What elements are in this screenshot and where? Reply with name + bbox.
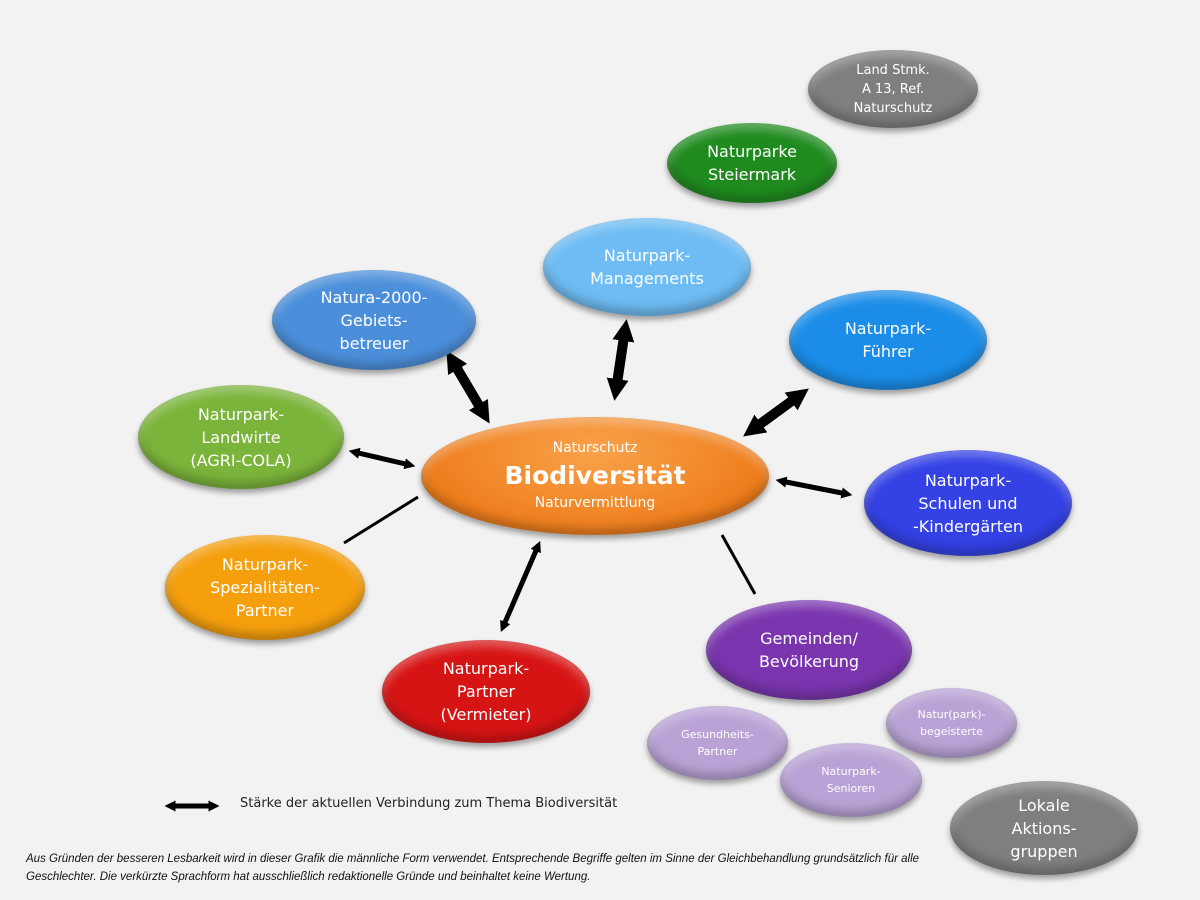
node-naturpark-partner[interactable]: Naturpark- Partner (Vermieter) [382,640,590,743]
center-top-label: Naturschutz [552,440,638,456]
node-label: Natur(park)- begeisterte [917,708,986,738]
node-label: Land Stmk. A 13, Ref. Naturschutz [853,62,933,116]
node-naturparke-steiermark[interactable]: Naturparke Steiermark [667,123,837,203]
connection-naturpark-managements [606,319,635,401]
node-gemeinden[interactable]: Gemeinden/ Bevölkerung [706,600,912,700]
node-gesundheits-partner[interactable]: Gesundheits- Partner [647,706,788,780]
connection-naturpark-landwirte [348,447,416,470]
node-label: Naturpark- Managements [590,246,704,288]
node-naturpark-senioren[interactable]: Naturpark- Senioren [780,743,922,817]
node-label: Natura-2000- Gebiets- betreuer [320,287,428,353]
node-naturpark-schulen[interactable]: Naturpark- Schulen und -Kindergärten [864,450,1072,556]
connection-spezialitaeten-partner [343,495,419,545]
node-land-stmk[interactable]: Land Stmk. A 13, Ref. Naturschutz [808,50,978,128]
node-spezialitaeten-partner[interactable]: Naturpark- Spezialitäten- Partner [165,535,365,640]
node-label: Naturparke Steiermark [707,142,797,184]
node-lokale-aktionsgruppen[interactable]: Lokale Aktions- gruppen [950,781,1138,875]
node-naturpark-fuehrer[interactable]: Naturpark- Führer [789,290,987,390]
center-node-biodiversitaet[interactable]: Naturschutz Biodiversität Naturvermittlu… [421,417,769,535]
center-bottom-label: Naturvermittlung [534,495,656,511]
node-naturpark-managements[interactable]: Naturpark- Managements [543,218,751,316]
center-main-label: Biodiversität [504,461,686,490]
node-naturpark-begeisterte[interactable]: Natur(park)- begeisterte [886,688,1017,758]
node-naturpark-landwirte[interactable]: Naturpark- Landwirte (AGRI-COLA) [138,385,344,489]
node-label: Naturpark- Landwirte (AGRI-COLA) [190,404,292,470]
node-label: Naturpark- Schulen und -Kindergärten [913,470,1023,536]
connection-gemeinden [720,534,757,595]
node-label: Naturpark- Führer [844,319,932,361]
connection-naturpark-schulen [775,476,853,499]
connection-naturpark-partner [500,540,541,633]
node-label: Gemeinden/ Bevölkerung [758,629,860,671]
connection-naturpark-fuehrer [743,388,809,437]
node-label: Lokale Aktions- gruppen [1010,795,1078,861]
node-natura-2000[interactable]: Natura-2000- Gebiets- betreuer [272,270,476,370]
legend: Stärke der aktuellen Verbindung zum Them… [164,796,617,811]
connection-natura-2000 [446,350,490,424]
footnote: Aus Gründen der besseren Lesbarkeit wird… [26,853,920,883]
node-label: Naturpark- Partner (Vermieter) [440,659,532,724]
node-label: Gesundheits- Partner [681,728,754,758]
node-label: Naturpark- Senioren [821,765,881,795]
node-label: Naturpark- Spezialitäten- Partner [210,555,320,620]
legend-label: Stärke der aktuellen Verbindung zum Them… [240,796,618,811]
